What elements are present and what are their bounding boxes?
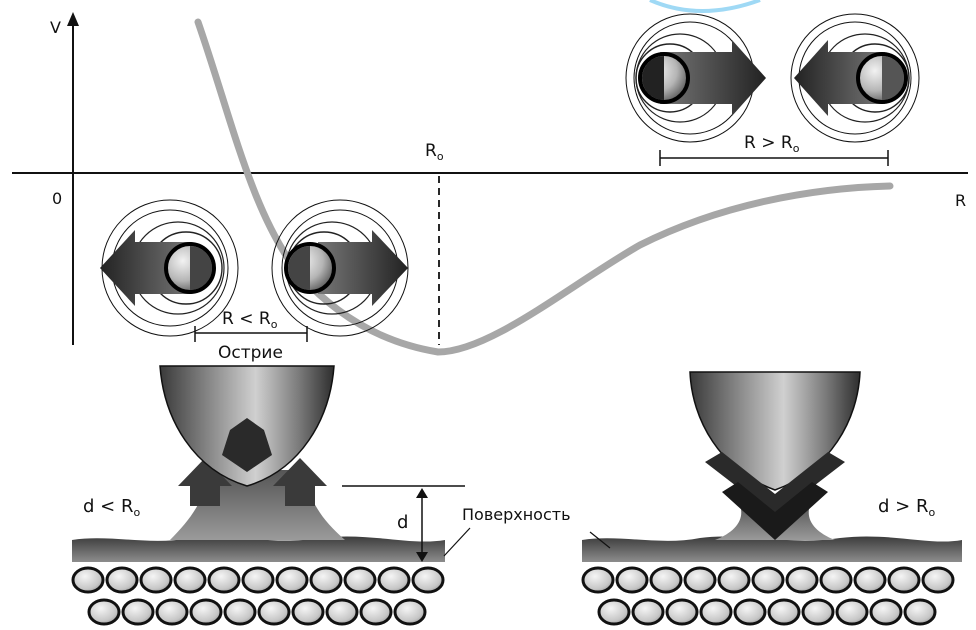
- substrate-grain: [617, 568, 647, 592]
- substrate-grain: [89, 600, 119, 624]
- scene-right: d > Ro: [582, 372, 962, 624]
- surface-layer-right: [582, 536, 962, 562]
- substrate-grain: [803, 600, 833, 624]
- substrate-grain: [73, 568, 103, 592]
- scene-right-label: d > Ro: [878, 496, 935, 519]
- substrate-grain: [277, 568, 307, 592]
- substrate-grain: [379, 568, 409, 592]
- tip-right: [690, 372, 860, 490]
- substrate-grain: [633, 600, 663, 624]
- substrate-grain: [889, 568, 919, 592]
- substrate-grain: [787, 568, 817, 592]
- tip-label: Острие: [218, 343, 283, 363]
- substrate-grain: [191, 600, 221, 624]
- substrate-grain: [107, 568, 137, 592]
- substrate-grain: [175, 568, 205, 592]
- surface-label: Поверхность: [462, 505, 571, 524]
- atom-pair-far: R > Ro: [626, 14, 919, 166]
- substrate-grain: [413, 568, 443, 592]
- substrate-grain: [701, 600, 731, 624]
- substrate-grain: [821, 568, 851, 592]
- atom-far-left: [626, 14, 766, 142]
- origin-label: 0: [52, 189, 62, 208]
- substrate-grain: [871, 600, 901, 624]
- atom-far-right: [791, 14, 919, 142]
- y-axis-label: V: [50, 18, 61, 37]
- substrate-grain: [905, 600, 935, 624]
- substrate-grain: [311, 568, 341, 592]
- scene-left-label: d < Ro: [83, 496, 140, 519]
- atom-near-left: [100, 200, 238, 336]
- x-axis-label: R: [955, 191, 966, 210]
- substrate-grain: [345, 568, 375, 592]
- substrate-grain: [259, 600, 289, 624]
- substrate-grains-right: [583, 568, 953, 624]
- substrate-grain: [735, 600, 765, 624]
- substrate-grain: [667, 600, 697, 624]
- far-spacing-label: R > Ro: [744, 133, 800, 155]
- substrate-grain: [243, 568, 273, 592]
- near-spacing-label: R < Ro: [222, 309, 278, 331]
- substrate-grain: [157, 600, 187, 624]
- substrate-grain: [209, 568, 239, 592]
- decorative-arc: [650, 0, 760, 11]
- substrate-grain: [327, 600, 357, 624]
- substrate-grain: [395, 600, 425, 624]
- substrate-grain: [719, 568, 749, 592]
- y-axis-arrowhead: [67, 12, 79, 26]
- substrate-grain: [361, 600, 391, 624]
- substrate-grain: [583, 568, 613, 592]
- substrate-grain: [923, 568, 953, 592]
- substrate-grain: [123, 600, 153, 624]
- scene-left: d Поверхность d < Ro: [72, 366, 571, 624]
- substrate-grains-left: [73, 568, 443, 624]
- substrate-grain: [599, 600, 629, 624]
- substrate-grain: [141, 568, 171, 592]
- surface-pointer: [444, 528, 470, 556]
- substrate-grain: [769, 600, 799, 624]
- substrate-grain: [753, 568, 783, 592]
- atom-pair-near: R < Ro Острие: [100, 200, 408, 363]
- substrate-grain: [837, 600, 867, 624]
- substrate-grain: [651, 568, 681, 592]
- surface-layer-left: [72, 536, 445, 562]
- substrate-grain: [225, 600, 255, 624]
- substrate-grain: [855, 568, 885, 592]
- distance-label: d: [397, 512, 408, 533]
- substrate-grain: [685, 568, 715, 592]
- substrate-grain: [293, 600, 323, 624]
- r0-label: Ro: [425, 141, 444, 163]
